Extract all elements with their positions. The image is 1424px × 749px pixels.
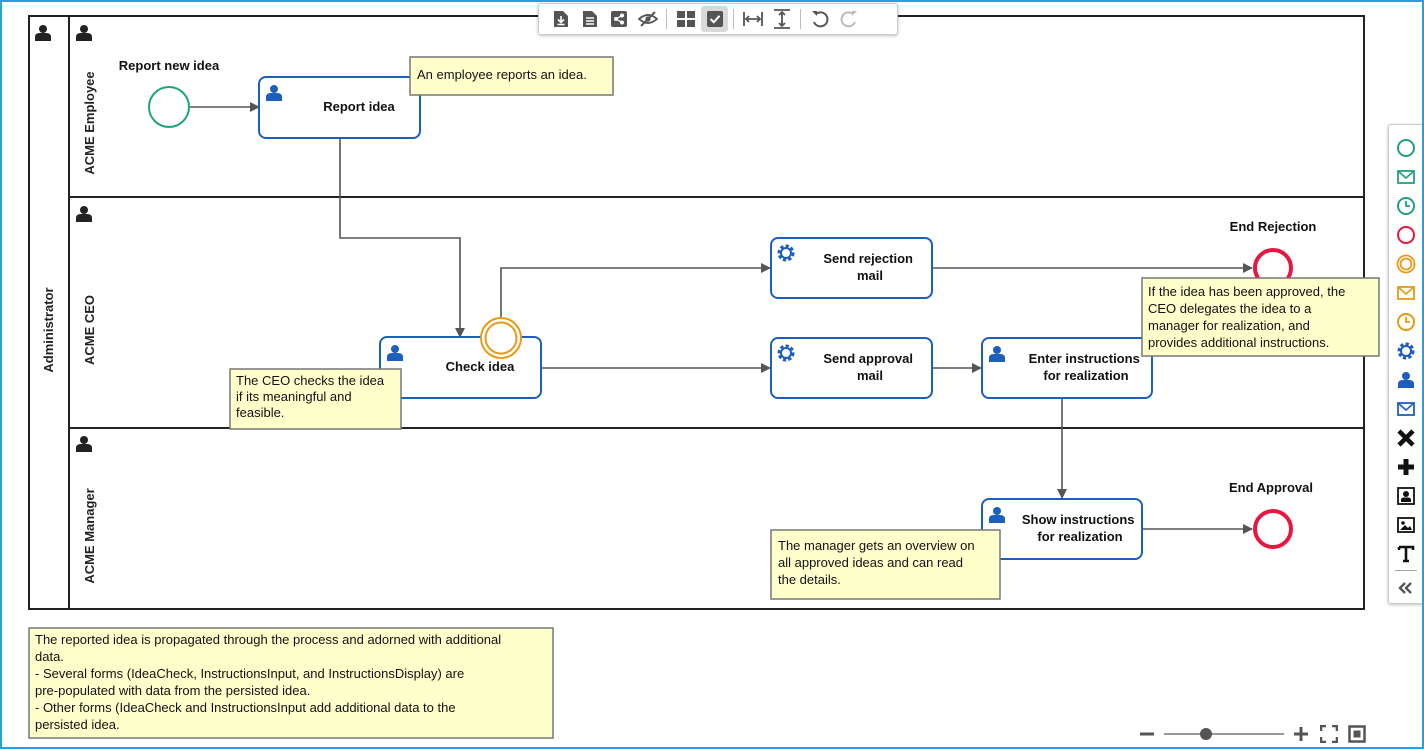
exclusive-gateway-icon[interactable] bbox=[1392, 423, 1420, 452]
image-icon[interactable] bbox=[1392, 510, 1420, 539]
timer-start-event-icon[interactable] bbox=[1392, 191, 1420, 220]
note-manager[interactable]: The manager gets an overview on all appr… bbox=[770, 529, 1001, 600]
lane-name-employee: ACME Employee bbox=[82, 71, 97, 174]
task-send-approval-mail[interactable]: Send approval mail bbox=[770, 337, 933, 399]
service-task-icon[interactable] bbox=[1392, 336, 1420, 365]
note-line: The reported idea is propagated through … bbox=[35, 632, 501, 647]
flow-check-to-rejection bbox=[500, 263, 771, 318]
task-send-rejection-mail[interactable]: Send rejection mail bbox=[770, 237, 933, 299]
note-line: The CEO checks the idea bbox=[236, 373, 385, 388]
note-line: pre-populated with data from the persist… bbox=[35, 683, 310, 698]
task-show-instructions[interactable]: Show instructions for realization bbox=[981, 498, 1143, 560]
svg-text:The reported idea is propagate: The reported idea is propagated through … bbox=[35, 632, 505, 732]
lane-name-manager: ACME Manager bbox=[82, 488, 97, 583]
document-icon[interactable] bbox=[576, 6, 603, 32]
intermediate-event-icon[interactable] bbox=[1392, 249, 1420, 278]
boundary-intermediate-event[interactable] bbox=[480, 317, 522, 359]
redo-icon[interactable] bbox=[835, 6, 862, 32]
text-icon[interactable] bbox=[1392, 539, 1420, 568]
flow-report-to-check bbox=[339, 138, 465, 338]
task-label: Enter instructions for realization bbox=[1029, 351, 1144, 383]
zoom-out-icon[interactable] bbox=[1136, 723, 1158, 745]
note-line: data. bbox=[35, 649, 64, 664]
palette-separator bbox=[1395, 570, 1417, 571]
lane-icon[interactable] bbox=[1392, 481, 1420, 510]
toolbar-separator bbox=[800, 9, 801, 29]
svg-text:An employee reports an idea.: An employee reports an idea. bbox=[417, 67, 587, 82]
task-enter-instructions[interactable]: Enter instructions for realization bbox=[981, 337, 1153, 399]
note-global[interactable]: The reported idea is propagated through … bbox=[28, 627, 554, 739]
note-line: if its meaningful and bbox=[236, 389, 352, 404]
fit-to-screen-icon[interactable] bbox=[1346, 723, 1368, 745]
lane-name-ceo: ACME CEO bbox=[82, 295, 97, 365]
zoom-controls bbox=[1136, 722, 1382, 746]
svg-text:The manager gets an overview o: The manager gets an overview on all appr… bbox=[778, 538, 978, 587]
collapse-icon[interactable] bbox=[1392, 573, 1420, 602]
note-line: all approved ideas and can read bbox=[778, 555, 963, 570]
note-line: - Other forms (IdeaCheck and Instruction… bbox=[35, 700, 456, 715]
hide-icon[interactable] bbox=[634, 6, 661, 32]
timer-intermediate-event-icon[interactable] bbox=[1392, 307, 1420, 336]
pool-name: Administrator bbox=[41, 287, 56, 372]
note-line: CEO delegates the idea to a bbox=[1148, 301, 1312, 316]
task-label: Check idea bbox=[446, 359, 515, 374]
note-line: If the idea has been approved, the bbox=[1148, 284, 1345, 299]
send-task-icon[interactable] bbox=[1392, 394, 1420, 423]
diagram-toolbar bbox=[538, 3, 898, 35]
note-line: feasible. bbox=[236, 405, 284, 420]
sequence-flows bbox=[190, 102, 1253, 534]
user-task-icon[interactable] bbox=[1392, 365, 1420, 394]
zoom-slider-thumb[interactable] bbox=[1200, 728, 1212, 740]
end-rejection-label: End Rejection bbox=[1230, 219, 1317, 234]
fit-height-icon[interactable] bbox=[768, 6, 795, 32]
element-palette bbox=[1388, 124, 1424, 604]
task-label: Report idea bbox=[323, 99, 395, 114]
start-event[interactable] bbox=[148, 86, 190, 128]
zoom-slider-track bbox=[1164, 733, 1284, 735]
message-intermediate-event-icon[interactable] bbox=[1392, 278, 1420, 307]
zoom-in-icon[interactable] bbox=[1290, 723, 1312, 745]
task-label: Send approval mail bbox=[823, 351, 916, 383]
undo-icon[interactable] bbox=[806, 6, 833, 32]
end-event-icon[interactable] bbox=[1392, 220, 1420, 249]
fit-width-icon[interactable] bbox=[739, 6, 766, 32]
start-event-label: Report new idea bbox=[119, 58, 220, 73]
end-event-approval[interactable] bbox=[1253, 509, 1293, 549]
note-line: persisted idea. bbox=[35, 717, 120, 732]
parallel-gateway-icon[interactable] bbox=[1392, 452, 1420, 481]
note-line: the details. bbox=[778, 572, 841, 587]
service-task-icon bbox=[777, 344, 795, 362]
svg-text:If the idea has been approved,: If the idea has been approved, the CEO d… bbox=[1148, 284, 1349, 350]
note-line: provides additional instructions. bbox=[1148, 335, 1329, 350]
start-event-icon[interactable] bbox=[1392, 133, 1420, 162]
service-task-icon bbox=[777, 244, 795, 262]
note-line: An employee reports an idea. bbox=[417, 67, 587, 82]
fullscreen-icon[interactable] bbox=[1318, 723, 1340, 745]
note-approval[interactable]: If the idea has been approved, the CEO d… bbox=[1141, 277, 1380, 357]
note-line: - Several forms (IdeaCheck, Instructions… bbox=[35, 666, 464, 681]
toolbar-separator bbox=[733, 9, 734, 29]
note-employee[interactable]: An employee reports an idea. bbox=[409, 56, 614, 96]
zoom-slider[interactable] bbox=[1164, 724, 1284, 744]
task-label: Show instructions for realization bbox=[1022, 512, 1138, 544]
validate-icon[interactable] bbox=[701, 6, 728, 32]
share-icon[interactable] bbox=[605, 6, 632, 32]
download-icon[interactable] bbox=[547, 6, 574, 32]
task-label: Send rejection mail bbox=[823, 251, 916, 283]
note-ceo-check[interactable]: The CEO checks the idea if its meaningfu… bbox=[229, 368, 402, 430]
lane-acme-manager[interactable]: ACME Manager bbox=[76, 436, 97, 584]
svg-text:The CEO checks the idea: The CEO checks the idea if its meaningfu… bbox=[236, 373, 388, 420]
task-report-idea[interactable]: Report idea bbox=[258, 76, 421, 139]
note-line: manager for realization, and bbox=[1148, 318, 1310, 333]
layout-grid-icon[interactable] bbox=[672, 6, 699, 32]
lane-acme-employee[interactable]: ACME Employee bbox=[69, 25, 1364, 198]
toolbar-separator bbox=[666, 9, 667, 29]
end-approval-label: End Approval bbox=[1229, 480, 1313, 495]
note-line: The manager gets an overview on bbox=[778, 538, 975, 553]
message-start-event-icon[interactable] bbox=[1392, 162, 1420, 191]
